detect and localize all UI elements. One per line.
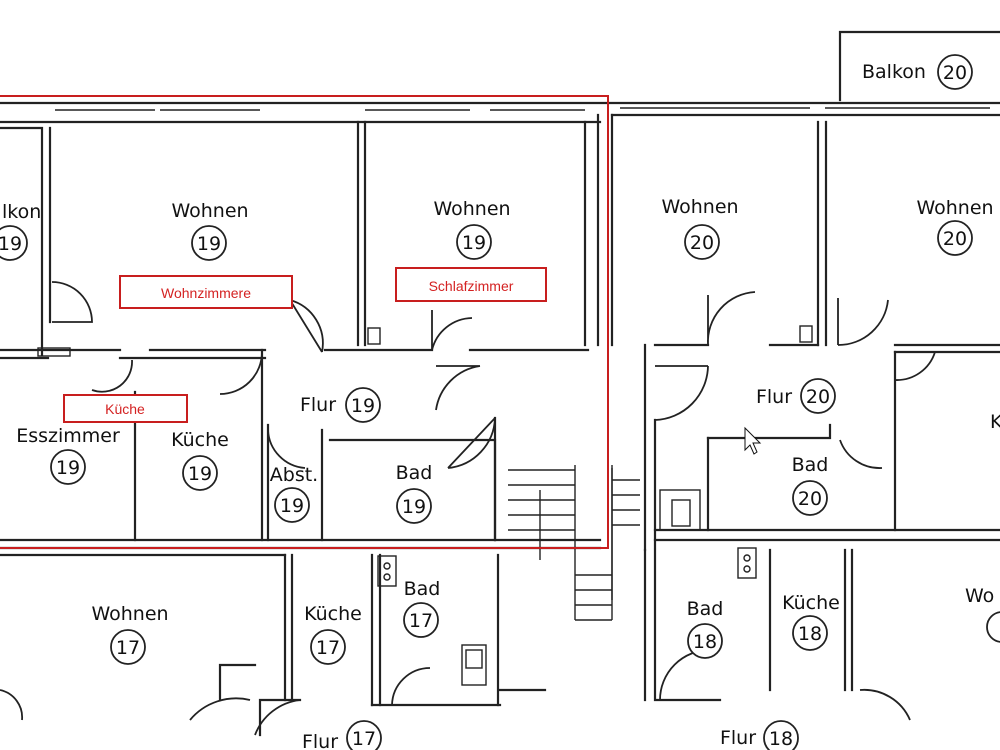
room-number: 20: [943, 228, 967, 250]
room-balkon-20: Balkon 20: [862, 54, 973, 90]
room-label: Esszimmer: [16, 425, 120, 447]
room-flur-19: Flur 19: [300, 387, 381, 423]
room-flur-17: Flur 17: [302, 720, 382, 750]
room-label: Wohnen: [661, 196, 738, 218]
room-bad-19: Bad 19: [396, 462, 433, 524]
room-label: Balkon: [862, 61, 926, 83]
room-number: 17: [116, 637, 140, 659]
annotation-wohnzimmere: Wohnzimmere: [119, 275, 293, 309]
room-number: 19: [462, 232, 486, 254]
room-bad-17: Bad 17: [403, 578, 441, 638]
room-number: 18: [693, 631, 717, 653]
room-label: Flur: [720, 727, 756, 749]
room-number: 19: [280, 495, 304, 517]
room-label: Bad: [396, 462, 433, 484]
room-number: 18: [798, 623, 822, 645]
annotation-kueche: Küche: [63, 394, 188, 423]
room-label: Wohnen: [91, 603, 168, 625]
selection-rectangle: [0, 95, 609, 549]
room-wohnen-17: Wohnen 17: [91, 603, 169, 665]
room-flur-18: Flur 18: [720, 720, 799, 750]
room-wohnen-19a: Wohnen 19: [171, 200, 249, 261]
room-kueche-18: Küche 18: [782, 592, 840, 651]
room-labels: Balkon 20 lkon 19 Wohnen 19 Wohnen 19 Wo…: [0, 54, 1000, 750]
room-number: 20: [806, 386, 830, 408]
room-label: K: [990, 411, 1000, 433]
room-label: Wohnen: [433, 198, 510, 220]
room-label: Küche: [782, 592, 840, 614]
room-label: Bad: [404, 578, 441, 600]
mouse-cursor-icon: [744, 426, 762, 455]
room-label: Abst.: [270, 464, 318, 486]
room-esszimmer-19: Esszimmer 19: [16, 425, 120, 485]
room-number: 20: [690, 232, 714, 254]
room-bad-20: Bad 20: [792, 454, 829, 516]
room-number: 19: [402, 496, 426, 518]
room-bad-18: Bad 18: [687, 598, 724, 659]
room-balkon-19: lkon 19: [0, 201, 41, 261]
room-label: Flur: [756, 386, 792, 408]
room-label: lkon: [2, 201, 41, 223]
annotation-schlafzimmer: Schlafzimmer: [395, 267, 547, 302]
room-label: Bad: [687, 598, 724, 620]
annotation-text: Schlafzimmer: [429, 278, 514, 294]
room-number: 20: [798, 488, 822, 510]
room-kueche-19: Küche 19: [171, 429, 229, 491]
room-label: Flur: [302, 731, 338, 750]
room-number: 19: [197, 233, 221, 255]
room-number: 19: [351, 395, 375, 417]
room-number: 17: [352, 728, 376, 750]
room-label: Wohnen: [171, 200, 248, 222]
room-label: Wo: [965, 585, 994, 607]
room-kueche-17: Küche 17: [304, 603, 362, 665]
room-kueche-partial: K: [990, 411, 1000, 433]
room-number: 19: [188, 463, 212, 485]
room-number: 18: [769, 728, 793, 750]
walls: [0, 30, 1000, 737]
room-label: Flur: [300, 394, 336, 416]
room-label: Bad: [792, 454, 829, 476]
room-number: 17: [316, 637, 340, 659]
room-wohnen-20b: Wohnen 20: [916, 197, 994, 256]
room-number: 19: [56, 457, 80, 479]
room-wohnen-20a: Wohnen 20: [661, 196, 739, 260]
room-wohnen-partial: Wo: [965, 585, 1000, 643]
room-number: 17: [409, 610, 433, 632]
room-label: Küche: [304, 603, 362, 625]
room-abst-19: Abst. 19: [270, 464, 318, 523]
annotation-text: Wohnzimmere: [161, 285, 251, 301]
room-label: Wohnen: [916, 197, 993, 219]
room-number: 19: [0, 233, 22, 255]
annotation-text: Küche: [105, 401, 145, 417]
room-label: Küche: [171, 429, 229, 451]
room-number: 20: [943, 62, 967, 84]
annotations: Wohnzimmere Schlafzimmer Küche: [0, 95, 609, 549]
room-wohnen-19b: Wohnen 19: [433, 198, 511, 260]
room-flur-20: Flur 20: [756, 378, 836, 414]
doors: [0, 281, 936, 736]
